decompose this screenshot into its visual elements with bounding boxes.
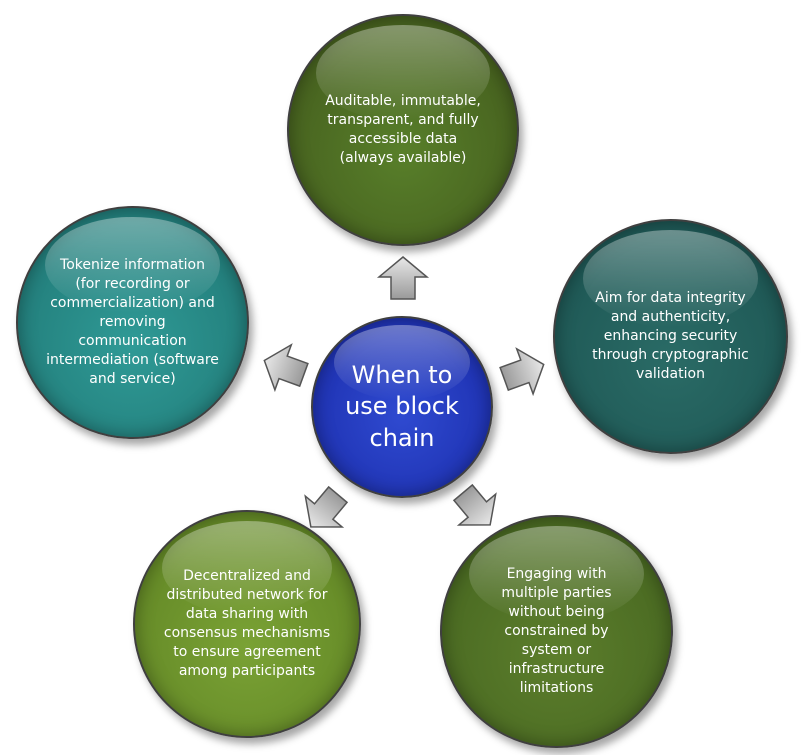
node-bottom-right-text: Engaging with multiple parties without b… <box>501 565 612 697</box>
node-left-text: Tokenize information (for recording or c… <box>46 256 219 388</box>
arrow-right-icon <box>499 347 545 397</box>
node-right: Aim for data integrity and authenticity,… <box>553 219 788 454</box>
node-right-text: Aim for data integrity and authenticity,… <box>592 289 749 383</box>
node-top: Auditable, immutable, transparent, and f… <box>287 14 519 246</box>
arrow-up-icon <box>376 256 430 300</box>
node-left: Tokenize information (for recording or c… <box>16 206 249 439</box>
arrow-bottom-right-icon <box>452 483 497 526</box>
node-bottom-left-text: Decentralized and distributed network fo… <box>163 567 331 680</box>
arrow-bottom-left-icon <box>304 485 349 528</box>
center-title: When to use block chain <box>345 361 459 452</box>
center-node: When to use block chain <box>311 316 493 498</box>
node-bottom-right: Engaging with multiple parties without b… <box>440 515 673 748</box>
node-top-text: Auditable, immutable, transparent, and f… <box>325 92 481 167</box>
arrow-left-icon <box>263 343 309 393</box>
node-bottom-left: Decentralized and distributed network fo… <box>133 510 361 738</box>
